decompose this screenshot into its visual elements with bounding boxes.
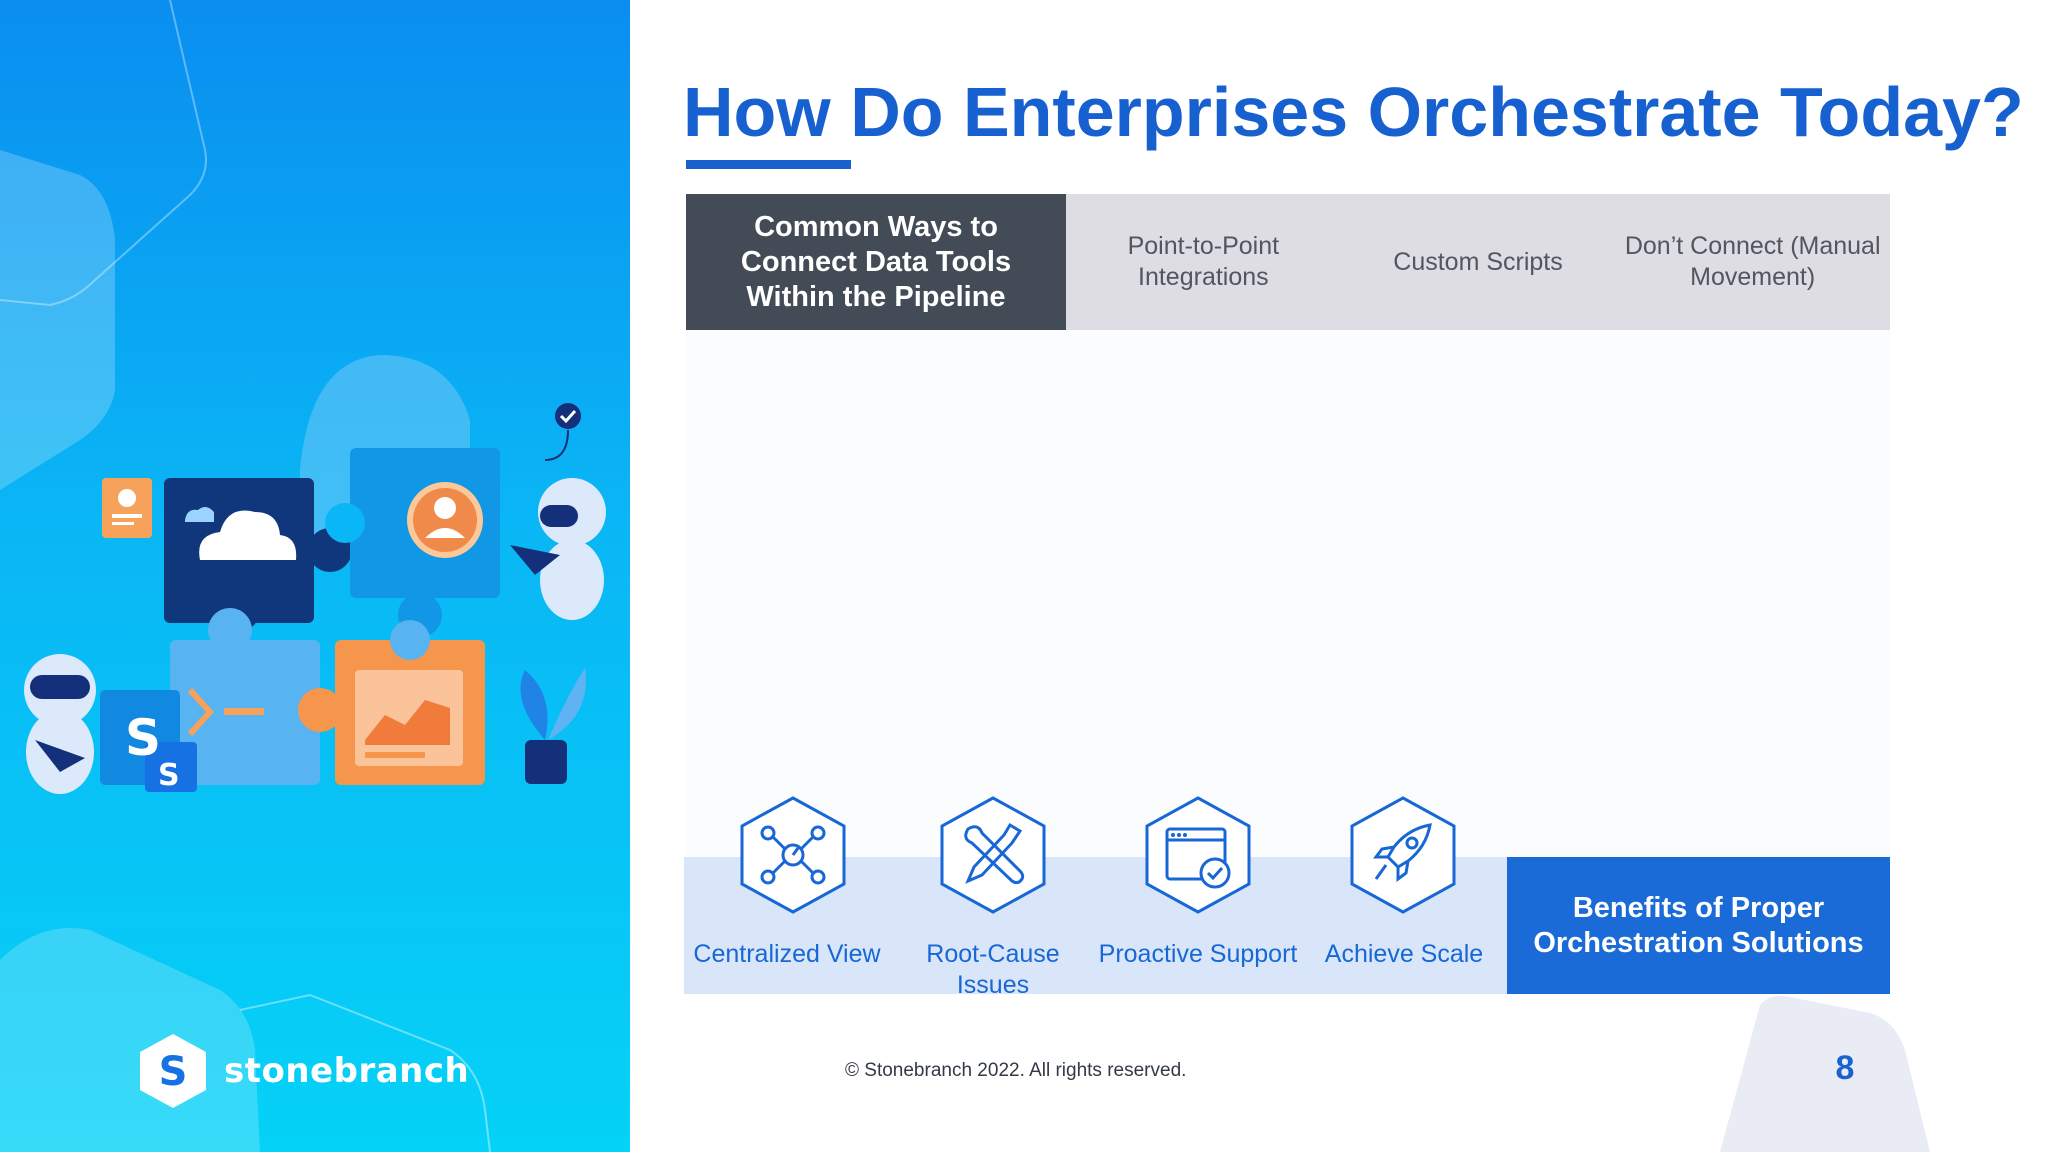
benefit-proactive-support: Proactive Support xyxy=(1098,940,1298,968)
tools-icon xyxy=(940,796,1046,914)
svg-text:S: S xyxy=(125,709,161,767)
copyright-text: © Stonebranch 2022. All rights reserved. xyxy=(845,1060,1187,1081)
benefit-achieve-scale: Achieve Scale xyxy=(1324,940,1484,968)
benefit-root-cause-issues: Root-Cause Issues xyxy=(926,940,1060,999)
slide-title: How Do Enterprises Orchestrate Today? xyxy=(683,73,2024,151)
content-area xyxy=(686,330,1890,857)
benefits-label: Benefits of Proper Orchestration Solutio… xyxy=(1507,857,1890,994)
connection-methods-band: Common Ways to Connect Data Tools Within… xyxy=(686,194,1890,330)
network-hub-icon xyxy=(740,796,846,914)
rocket-icon xyxy=(1350,796,1456,914)
svg-text:S: S xyxy=(158,758,180,793)
svg-text:S: S xyxy=(159,1049,188,1095)
puzzle-illustration: S S xyxy=(0,0,606,1152)
connection-methods-label: Common Ways to Connect Data Tools Within… xyxy=(686,194,1066,330)
corner-decoration xyxy=(1720,996,1930,1152)
method-dont-connect: Don’t Connect (Manual Movement) xyxy=(1624,232,1881,291)
stonebranch-logo-icon: S xyxy=(140,1034,206,1108)
benefit-centralized-view: Centralized View xyxy=(693,940,881,968)
title-underline xyxy=(686,160,851,169)
browser-check-icon xyxy=(1145,796,1251,914)
stonebranch-logo: S stonebranch xyxy=(138,1032,469,1110)
page-number: 8 xyxy=(1835,1049,1855,1087)
method-point-to-point: Point-to-Point Integrations xyxy=(1127,232,1280,291)
method-custom-scripts: Custom Scripts xyxy=(1393,247,1563,276)
hero-illustration-panel: S S S stonebranch xyxy=(0,0,630,1152)
brand-name: stonebranch xyxy=(224,1051,470,1091)
